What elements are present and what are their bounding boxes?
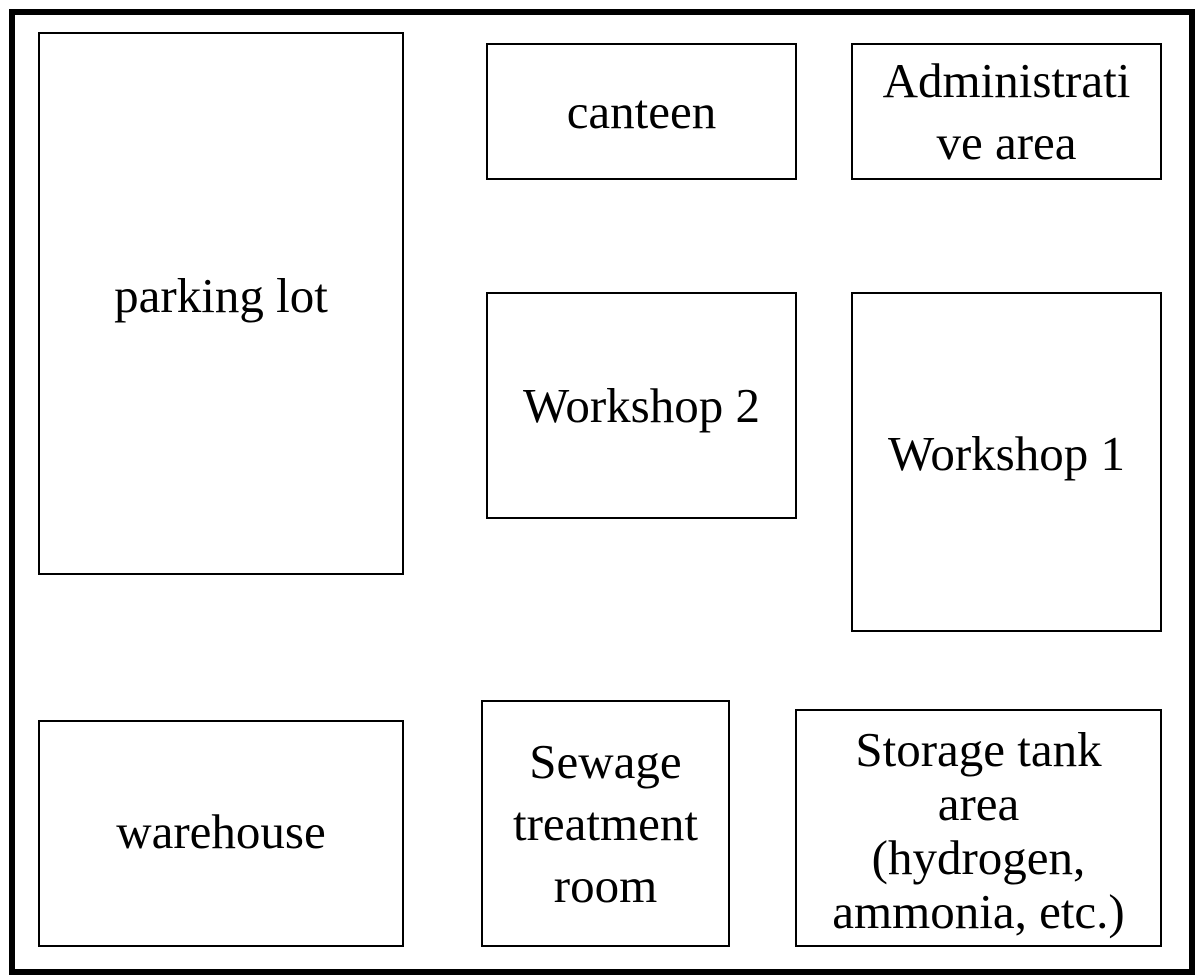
warehouse-label: warehouse xyxy=(116,803,326,859)
sewage-treatment-room-label: Sewage treatment room xyxy=(512,733,699,913)
sewage-treatment-room-zone: Sewage treatment room xyxy=(481,700,730,947)
workshop-2-zone: Workshop 2 xyxy=(486,292,797,519)
administrative-area-label: Administrati ve area xyxy=(882,52,1131,170)
workshop-1-zone: Workshop 1 xyxy=(851,292,1162,632)
administrative-area-zone: Administrati ve area xyxy=(851,43,1162,180)
workshop-1-label: Workshop 1 xyxy=(888,426,1125,481)
canteen-zone: canteen xyxy=(486,43,797,180)
storage-tank-area-label: Storage tank area (hydrogen, ammonia, et… xyxy=(832,722,1125,939)
workshop-2-label: Workshop 2 xyxy=(523,377,760,433)
canteen-label: canteen xyxy=(566,83,717,139)
parking-lot-zone: parking lot xyxy=(38,32,404,575)
parking-lot-label: parking lot xyxy=(114,267,328,323)
storage-tank-area-zone: Storage tank area (hydrogen, ammonia, et… xyxy=(795,709,1162,947)
warehouse-zone: warehouse xyxy=(38,720,404,947)
